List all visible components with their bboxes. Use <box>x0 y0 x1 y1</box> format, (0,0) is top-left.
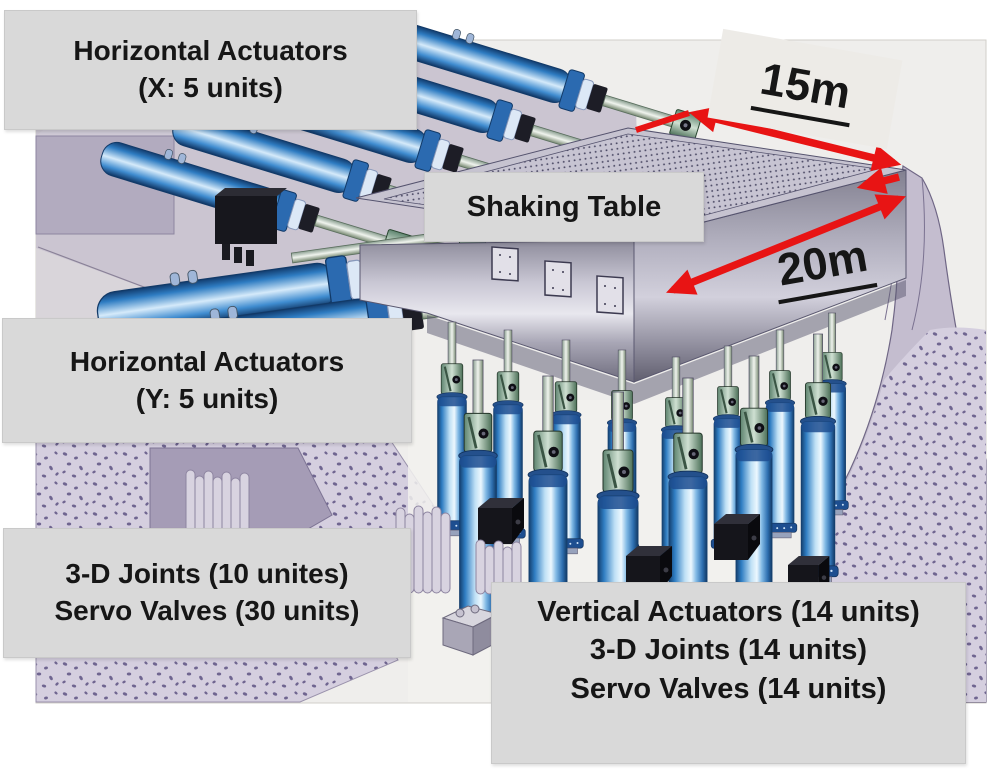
table-access-ports <box>491 246 624 315</box>
callout-line: (X: 5 units) <box>138 72 283 103</box>
callout-line: 3-D Joints (10 unites) <box>65 558 349 590</box>
callout-shaking-table: Shaking Table <box>424 172 704 242</box>
dimension-depth-label: 20m <box>768 228 878 304</box>
callout-line: Horizontal Actuators <box>69 345 345 377</box>
callout-line: 3-D Joints (14 units) <box>589 634 868 667</box>
callout-horizontal-actuators-x: Horizontal Actuators (X: 5 units) <box>4 10 417 130</box>
dim-15m-arrow-tail <box>635 110 690 133</box>
callout-vertical-actuators: Vertical Actuators (14 units) 3-D Joints… <box>491 582 966 764</box>
dim-20m-arrow <box>666 194 906 295</box>
dimension-arrows <box>635 105 906 295</box>
table-underside-shadow <box>427 280 906 404</box>
callout-line: (Y: 5 units) <box>135 382 279 414</box>
callout-line: Vertical Actuators (14 units) <box>537 596 920 628</box>
callout-line: Horizontal Actuators <box>73 35 348 67</box>
callout-line: Shaking Table <box>466 190 662 223</box>
dimension-width-label: 15m <box>750 51 860 127</box>
callout-line: Servo Valves (30 units) <box>54 595 360 626</box>
actuator-mount-block <box>215 188 287 266</box>
corner-arrow <box>856 167 900 194</box>
port-bolt-dots <box>499 254 616 307</box>
callout-horizontal-actuators-y: Horizontal Actuators (Y: 5 units) <box>2 318 412 443</box>
callout-line: Servo Valves (14 units) <box>570 672 887 705</box>
callout-joints-servo-valves: 3-D Joints (10 unites) Servo Valves (30 … <box>3 528 411 658</box>
dim-15m-arrow <box>688 105 902 172</box>
